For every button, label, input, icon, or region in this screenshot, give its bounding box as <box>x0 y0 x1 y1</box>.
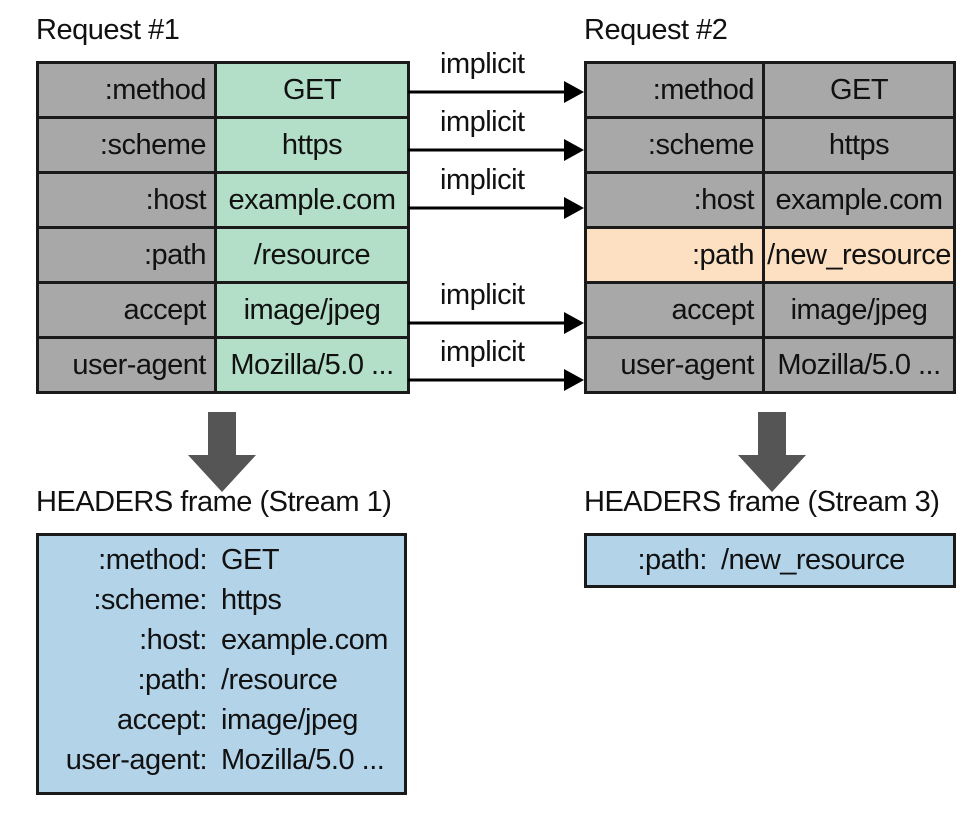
frame-row: :method: GET <box>39 540 404 580</box>
frame-key: user-agent: <box>65 744 208 776</box>
frame1-title: HEADERS frame (Stream 1) <box>36 486 392 518</box>
header-value: image/jpeg <box>214 281 410 339</box>
implicit-label: implicit <box>440 336 525 368</box>
header-key: accept <box>584 281 765 339</box>
frame-key: :host: <box>139 624 207 656</box>
frame-row: user-agent: Mozilla/5.0 ... <box>39 740 404 780</box>
frame-key: :path: <box>137 664 207 696</box>
header-key: :scheme <box>584 116 765 174</box>
header-value: example.com <box>762 171 956 229</box>
frame-key: :method: <box>98 544 207 576</box>
arrowhead-icon <box>564 139 584 161</box>
frame-value: https <box>221 584 282 616</box>
request1-row: :path/resource <box>36 226 410 284</box>
down-arrow-icon <box>738 412 806 492</box>
frame-row: :path: /resource <box>39 660 404 700</box>
down-arrow-icon <box>188 412 256 492</box>
arrowhead-icon <box>564 312 584 334</box>
frame-row: accept: image/jpeg <box>39 700 404 740</box>
frame-value: example.com <box>221 624 388 656</box>
header-value: https <box>762 116 956 174</box>
header-value: GET <box>762 61 956 119</box>
header-key: user-agent <box>36 336 217 394</box>
frame2-title: HEADERS frame (Stream 3) <box>584 486 940 518</box>
request1-title: Request #1 <box>36 14 180 46</box>
header-key: :method <box>36 61 217 119</box>
frame-value: /resource <box>221 664 338 696</box>
header-value: /resource <box>214 226 410 284</box>
frame-key: :path: <box>637 544 707 576</box>
request2-changed-row: :path/new_resource <box>584 226 956 284</box>
implicit-label: implicit <box>440 279 525 311</box>
header-value: /new_resource <box>762 226 956 284</box>
header-value: https <box>214 116 410 174</box>
frame-value: image/jpeg <box>221 704 358 736</box>
header-key: :host <box>36 171 217 229</box>
header-key: :scheme <box>36 116 217 174</box>
frame-key: :scheme: <box>93 584 207 616</box>
header-key: :method <box>584 61 765 119</box>
headers-frame-stream1: :method: GET :scheme: https :host: example.… <box>36 533 407 795</box>
arrowhead-icon <box>564 81 584 103</box>
header-value: image/jpeg <box>762 281 956 339</box>
frame-row: :path: /new_resource <box>587 536 953 585</box>
implicit-label: implicit <box>440 48 525 80</box>
header-value: Mozilla/5.0 ... <box>214 336 410 394</box>
header-key: accept <box>36 281 217 339</box>
frame-key: accept: <box>117 704 208 736</box>
frame-value: /new_resource <box>721 544 905 576</box>
arrowhead-icon <box>564 197 584 219</box>
frame-value: Mozilla/5.0 ... <box>221 744 385 776</box>
header-value: GET <box>214 61 410 119</box>
frame-row: :host: example.com <box>39 620 404 660</box>
headers-frame-stream3: :path: /new_resource <box>584 533 956 588</box>
arrowhead-icon <box>564 369 584 391</box>
header-key: :host <box>584 171 765 229</box>
header-value: example.com <box>214 171 410 229</box>
frame-row: :scheme: https <box>39 580 404 620</box>
header-key: user-agent <box>584 336 765 394</box>
request2-title: Request #2 <box>584 14 728 46</box>
header-value: Mozilla/5.0 ... <box>762 336 956 394</box>
implicit-label: implicit <box>440 164 525 196</box>
implicit-label: implicit <box>440 106 525 138</box>
header-key: :path <box>36 226 217 284</box>
frame-value: GET <box>221 544 280 576</box>
header-key: :path <box>584 226 765 284</box>
